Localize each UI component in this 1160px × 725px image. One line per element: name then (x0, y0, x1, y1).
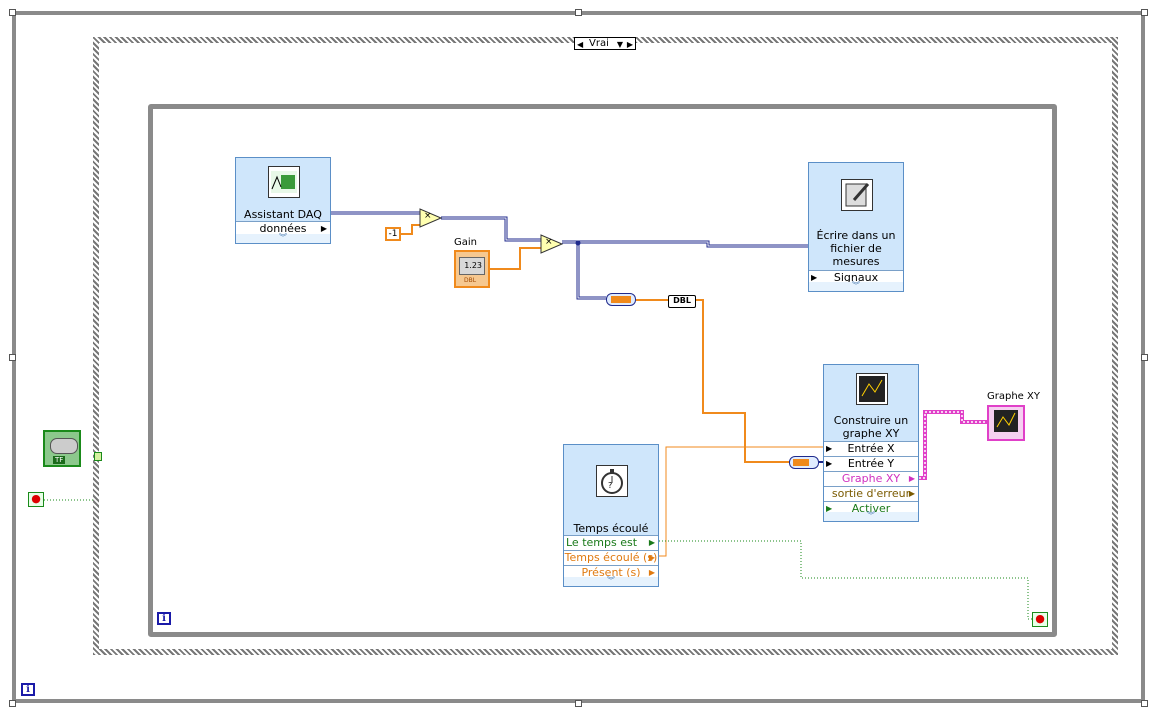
outer-stop-terminal[interactable]: ● (28, 492, 44, 507)
gain-type: DBL (464, 277, 477, 284)
elapsed-title: Temps écoulé (573, 522, 649, 535)
convert-icon (611, 296, 631, 303)
multiply-node-1 (419, 208, 443, 228)
decrement-arrow-icon[interactable]: ◀ (577, 40, 584, 49)
dropdown-arrow-icon[interactable]: ▼ (616, 40, 623, 49)
expand-icon[interactable]: ︾ (236, 234, 330, 243)
convert-to-dynamic-node[interactable] (789, 456, 819, 469)
bool-type-tag: TF (53, 456, 66, 464)
build-xy-row-entree-y[interactable]: ▶Entrée Y (824, 456, 918, 471)
multiply-node-2 (540, 234, 564, 254)
case-selector[interactable]: ◀ Vrai ▼ ▶ (574, 37, 636, 50)
inner-stop-terminal[interactable]: ● (1032, 612, 1048, 627)
elapsed-row-present[interactable]: Présent (s)▶ (564, 565, 658, 580)
case-selector-value: Vrai (589, 38, 609, 49)
write-measurement-file-vi[interactable]: Écrire dans un fichier de mesures ▶Signa… (808, 162, 904, 292)
daq-assistant-vi[interactable]: Assistant DAQ données▶ ︾ (235, 157, 331, 244)
boolean-control[interactable]: TF (43, 430, 81, 467)
outer-iteration-terminal[interactable]: i (21, 683, 35, 696)
resize-handle[interactable] (575, 700, 582, 707)
terminal-arrow-icon: ▶ (811, 273, 818, 282)
increment-arrow-icon[interactable]: ▶ (626, 40, 633, 49)
write-file-row-signaux[interactable]: ▶Signaux (809, 270, 903, 285)
write-file-title-1: Écrire dans un (816, 229, 896, 242)
wire-timeout-to-stop (659, 540, 1034, 620)
convert-from-dynamic-node[interactable] (606, 293, 636, 306)
resize-handle[interactable] (575, 9, 582, 16)
expand-icon[interactable]: ︾ (809, 282, 903, 291)
constant-minus-one[interactable]: -1 (385, 227, 401, 241)
daq-title: Assistant DAQ (244, 208, 322, 221)
terminal-arrow-icon: ▶ (648, 568, 655, 577)
terminal-arrow-icon: ▶ (320, 224, 327, 233)
terminal-arrow-icon: ▶ (908, 474, 915, 483)
write-file-title-2: fichier de (830, 242, 882, 255)
resize-handle[interactable] (9, 9, 16, 16)
gain-control[interactable]: 1.23 DBL (454, 250, 490, 288)
terminal-arrow-icon: ▶ (826, 459, 833, 468)
inner-iteration-terminal[interactable]: i (157, 612, 171, 625)
stopwatch-icon: ? (596, 465, 628, 497)
terminal-arrow-icon: ▶ (648, 538, 655, 547)
gain-label: Gain (454, 237, 477, 248)
elapsed-row-elapsed[interactable]: Temps écoulé (s)▶ (564, 550, 658, 565)
build-xy-row-entree-x[interactable]: ▶Entrée X (824, 441, 918, 456)
resize-handle[interactable] (1141, 9, 1148, 16)
resize-handle[interactable] (9, 700, 16, 707)
expand-icon[interactable]: ︾ (824, 512, 918, 521)
wire-elapsed-to-x (659, 446, 823, 557)
wire-to-convert (576, 242, 606, 300)
terminal-arrow-icon: ▶ (648, 553, 655, 562)
svg-text:?: ? (608, 481, 612, 490)
build-xy-row-graphe-xy[interactable]: Graphe XY▶ (824, 471, 918, 486)
resize-handle[interactable] (9, 354, 16, 361)
build-xy-row-sortie-erreur[interactable]: sortie d'erreur▶ (824, 486, 918, 501)
wire-xy-to-graph (919, 410, 988, 480)
inner-while-loop[interactable] (148, 104, 1057, 637)
convert-icon (793, 459, 809, 466)
write-file-icon (841, 179, 873, 211)
wire-constant-to-multiply (400, 224, 420, 235)
gain-value: 1.23 (459, 257, 485, 275)
toggle-icon (50, 438, 78, 454)
elapsed-time-vi[interactable]: ? Temps écoulé Le temps est écoulé▶ Temp… (563, 444, 659, 587)
daq-row-donnees[interactable]: données▶ (236, 221, 330, 236)
wire-gain-to-multiply (490, 247, 541, 270)
xy-graph-icon (856, 373, 888, 405)
terminal-arrow-icon: ▶ (826, 504, 833, 513)
build-xy-graph-vi[interactable]: Construire un graphe XY ▶Entrée X ▶Entré… (823, 364, 919, 522)
write-file-title-3: mesures (832, 255, 880, 268)
xy-graph-label: Graphe XY (987, 391, 1040, 402)
elapsed-row-timeout[interactable]: Le temps est écoulé▶ (564, 535, 658, 550)
daq-icon (268, 166, 300, 198)
case-selector-terminal[interactable] (94, 452, 102, 461)
wire-to-write-file (562, 240, 808, 248)
build-xy-title-2: graphe XY (842, 427, 900, 440)
multiply-symbol: × (424, 211, 432, 221)
resize-handle[interactable] (1141, 700, 1148, 707)
wire-junction (575, 240, 581, 246)
dbl-indicator[interactable]: DBL (668, 295, 696, 308)
terminal-arrow-icon: ▶ (908, 489, 915, 498)
wire-dbl-to-build (694, 299, 789, 463)
expand-icon[interactable]: ︾ (564, 577, 658, 586)
xy-graph-icon (994, 410, 1018, 432)
terminal-arrow-icon: ▶ (826, 444, 833, 453)
build-xy-title-1: Construire un (833, 414, 909, 427)
resize-handle[interactable] (1141, 354, 1148, 361)
xy-graph-indicator[interactable] (987, 405, 1025, 441)
multiply-symbol: × (545, 237, 553, 247)
